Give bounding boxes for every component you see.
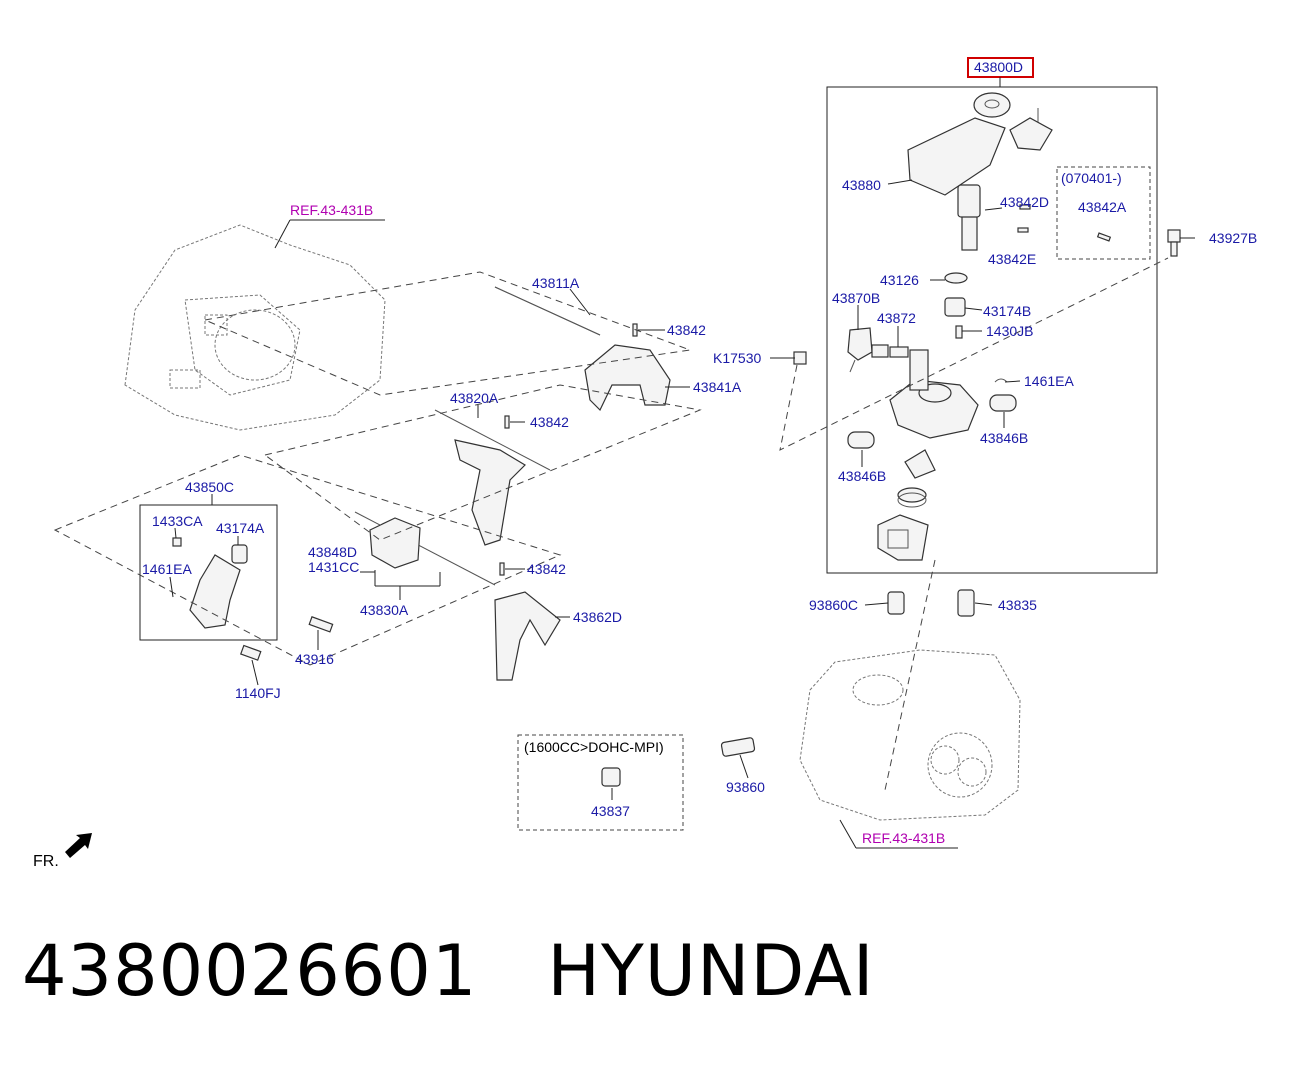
transmission-case-left <box>124 224 386 431</box>
front-arrow-icon <box>65 833 92 858</box>
phantom-line-3 <box>53 454 562 666</box>
label-1433CA[interactable]: 1433CA <box>152 513 203 529</box>
shaft-43870B <box>847 327 873 373</box>
label-43870B[interactable]: 43870B <box>832 290 880 306</box>
clip-1461EA-right <box>994 378 1008 383</box>
control-housing <box>889 349 979 439</box>
assembly-box-43800D <box>826 86 1158 574</box>
transmission-case-right <box>799 649 1021 821</box>
label-43842E[interactable]: 43842E <box>988 251 1036 267</box>
label-93860C[interactable]: 93860C <box>809 597 858 613</box>
label-1430JB[interactable]: 1430JB <box>986 323 1033 339</box>
pin-43842D <box>1019 204 1031 210</box>
fork-43862D <box>494 591 561 681</box>
variant-box-070401 <box>1056 166 1151 260</box>
label-1431CC[interactable]: 1431CC <box>308 559 359 575</box>
pin-43842-b <box>504 415 510 429</box>
pin-1430JB <box>955 325 963 339</box>
label-43850C[interactable]: 43850C <box>185 479 234 495</box>
sensor-93860C <box>887 591 905 615</box>
label-1461EA-left[interactable]: 1461EA <box>142 561 192 577</box>
washer-43126 <box>944 272 968 284</box>
plug-43846B-right <box>989 394 1017 412</box>
label-43820A[interactable]: 43820A <box>450 390 499 406</box>
pin-43842E <box>1017 227 1029 233</box>
front-direction-label: FR. <box>33 853 59 870</box>
rail-43811A <box>494 286 601 336</box>
variant-box-1600cc <box>517 734 684 831</box>
label-43842D[interactable]: 43842D <box>1000 194 1049 210</box>
parts-diagram: 43800D 43880 43842D (070401-) 43842A 439… <box>33 57 1257 870</box>
phantom-line-5 <box>884 559 936 791</box>
label-43848D[interactable]: 43848D <box>308 544 357 560</box>
shift-lever-43880 <box>907 92 1053 251</box>
label-43880[interactable]: 43880 <box>842 177 881 193</box>
plug-43837 <box>601 767 621 787</box>
part-number: 4380026601 <box>22 930 478 1012</box>
brand-name: HYUNDAI <box>547 930 875 1012</box>
fork-43841A <box>584 344 671 412</box>
return-spring <box>897 487 927 508</box>
bolt-43916 <box>308 616 334 633</box>
phantom-line-1 <box>204 271 691 396</box>
pin-k17530 <box>793 351 807 365</box>
label-43842-a[interactable]: 43842 <box>667 322 706 338</box>
label-K17530[interactable]: K17530 <box>713 350 761 366</box>
detent-plate <box>904 449 936 479</box>
label-43872[interactable]: 43872 <box>877 310 916 326</box>
label-1600cc: (1600CC>DOHC-MPI) <box>524 739 664 755</box>
bolt-43927B <box>1167 229 1181 257</box>
pin-43842-c <box>499 562 505 576</box>
spring-43872 <box>871 344 909 358</box>
label-1461EA-right[interactable]: 1461EA <box>1024 373 1074 389</box>
leader-lines <box>169 179 1195 849</box>
label-43830A[interactable]: 43830A <box>360 602 409 618</box>
fork-43820A <box>454 439 526 546</box>
label-43927B[interactable]: 43927B <box>1209 230 1257 246</box>
bracket <box>877 514 929 561</box>
plug-43835 <box>957 589 975 617</box>
rail-43820A <box>434 409 551 471</box>
label-43174B[interactable]: 43174B <box>983 303 1031 319</box>
label-43174A[interactable]: 43174A <box>216 520 265 536</box>
ref-link-bottom[interactable]: REF.43-431B <box>862 830 945 846</box>
bolt-1140FJ <box>240 644 262 661</box>
label-43842-b[interactable]: 43842 <box>530 414 569 430</box>
label-43811A[interactable]: 43811A <box>532 275 580 291</box>
bushing-43174B <box>944 297 966 317</box>
lever-43850C <box>172 537 248 629</box>
label-93860[interactable]: 93860 <box>726 779 765 795</box>
label-43846B-right[interactable]: 43846B <box>980 430 1028 446</box>
plug-43846B-left <box>847 431 875 449</box>
phantom-line-2 <box>263 384 702 541</box>
label-43837[interactable]: 43837 <box>591 803 630 819</box>
subassembly-box-43850C <box>139 504 278 641</box>
label-43842A[interactable]: 43842A <box>1078 199 1127 215</box>
label-1140FJ[interactable]: 1140FJ <box>235 685 281 701</box>
rail-43830A <box>354 511 496 586</box>
label-43800D[interactable]: 43800D <box>974 59 1023 75</box>
lug-43848D <box>369 517 421 569</box>
label-43126[interactable]: 43126 <box>880 272 919 288</box>
label-43862D[interactable]: 43862D <box>573 609 622 625</box>
label-43842-c[interactable]: 43842 <box>527 561 566 577</box>
ref-link-top[interactable]: REF.43-431B <box>290 202 373 218</box>
label-43841A[interactable]: 43841A <box>693 379 742 395</box>
sensor-93860 <box>720 737 756 757</box>
label-43835[interactable]: 43835 <box>998 597 1037 613</box>
label-43846B-left[interactable]: 43846B <box>838 468 886 484</box>
label-070401: (070401-) <box>1061 170 1122 186</box>
footer-caption: 4380026601 HYUNDAI <box>22 930 945 1012</box>
phantom-line-4 <box>779 257 1169 451</box>
label-43916[interactable]: 43916 <box>295 651 334 667</box>
pin-43842A <box>1096 232 1112 242</box>
